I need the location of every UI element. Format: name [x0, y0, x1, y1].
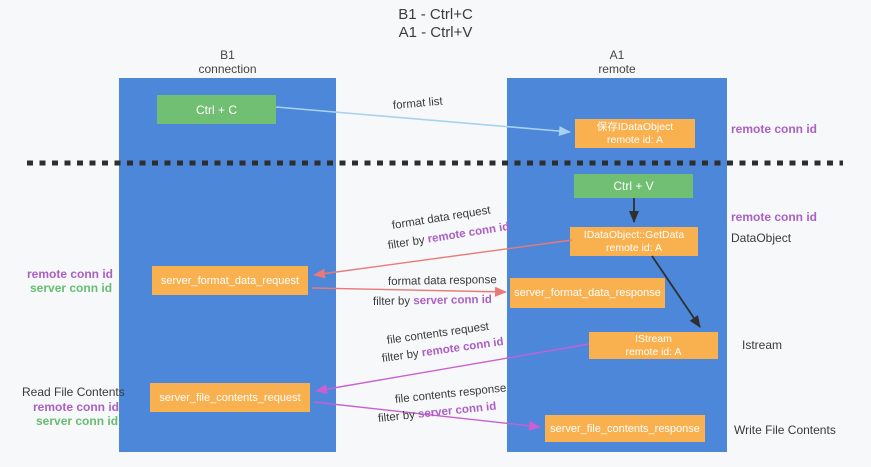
label-format-list: format list [392, 95, 444, 112]
left-label-server-conn-id-1: server conn id [30, 281, 113, 295]
arrow-format-data-response [311, 286, 507, 297]
title-line-2: A1 - Ctrl+V [398, 24, 473, 41]
left-label-server-conn-id-2: server conn id [36, 414, 119, 428]
filter-by-text: filter by [372, 295, 411, 308]
title-line-1: B1 - Ctrl+C [398, 6, 473, 23]
box-ctrl-v: Ctrl + V [574, 174, 693, 198]
filter-by-text: filter by [387, 234, 426, 252]
box-istream: IStream remote id: A [589, 332, 718, 359]
right-label-remote-conn-id-mid: remote conn id [731, 210, 818, 224]
label-format-data-response: format data response [387, 274, 497, 288]
box-server-format-data-request: server_format_data_request [152, 266, 308, 295]
box-ctrl-c-label: Ctrl + C [195, 102, 237, 117]
box-server-file-contents-response-label: server_file_contents_response [550, 422, 700, 435]
right-column-subtitle: remote [598, 62, 636, 76]
box-idataobject-getdata: IDataObject::GetData remote id: A [570, 227, 698, 256]
diagram-title: B1 - Ctrl+C A1 - Ctrl+V [0, 6, 871, 42]
box-save-idataobject-line1: 保存IDataObject [596, 120, 674, 133]
left-label-remote-conn-id-1: remote conn id [27, 267, 114, 281]
box-server-format-data-response-label: server_format_data_response [514, 287, 661, 299]
left-label-read-file-contents: Read File Contents [22, 385, 125, 399]
right-label-write-file-contents: Write File Contents [734, 423, 836, 437]
box-save-idataobject-line2: remote id: A [606, 133, 664, 146]
box-ctrl-v-label: Ctrl + V [613, 179, 654, 193]
left-column-header: B1 connection [119, 48, 336, 76]
box-server-file-contents-response: server_file_contents_response [545, 415, 705, 442]
box-istream-line1: IStream [635, 332, 672, 345]
box-save-idataobject: 保存IDataObject remote id: A [575, 119, 695, 148]
left-column-subtitle: connection [198, 62, 257, 76]
server-conn-id-text: server conn id [413, 293, 492, 308]
box-istream-line2: remote id: A [625, 345, 682, 358]
right-label-istream: Istream [742, 338, 783, 352]
right-label-remote-conn-id-top: remote conn id [731, 122, 818, 136]
box-server-file-contents-request-label: server_file_contents_request [159, 391, 301, 404]
left-label-remote-conn-id-2: remote conn id [33, 400, 120, 414]
filter-by-text: filter by [377, 409, 416, 425]
label-filter-by-server-conn-id-1: filter by server conn id [373, 294, 492, 308]
box-idataobject-getdata-line2: remote id: A [605, 241, 663, 254]
server-conn-id-text: server conn id [417, 400, 497, 421]
right-column-name: A1 [609, 48, 625, 62]
filter-by-text: filter by [381, 347, 420, 365]
box-idataobject-getdata-line1: IDataObject::GetData [583, 228, 685, 241]
right-column-header: A1 remote [507, 48, 727, 76]
box-server-format-data-response: server_format_data_response [510, 278, 665, 308]
left-column-name: B1 [220, 48, 235, 62]
box-server-file-contents-request: server_file_contents_request [150, 383, 310, 412]
box-server-format-data-request-label: server_format_data_request [160, 274, 300, 287]
box-ctrl-c: Ctrl + C [157, 95, 276, 124]
right-label-dataobject: DataObject [731, 231, 792, 245]
